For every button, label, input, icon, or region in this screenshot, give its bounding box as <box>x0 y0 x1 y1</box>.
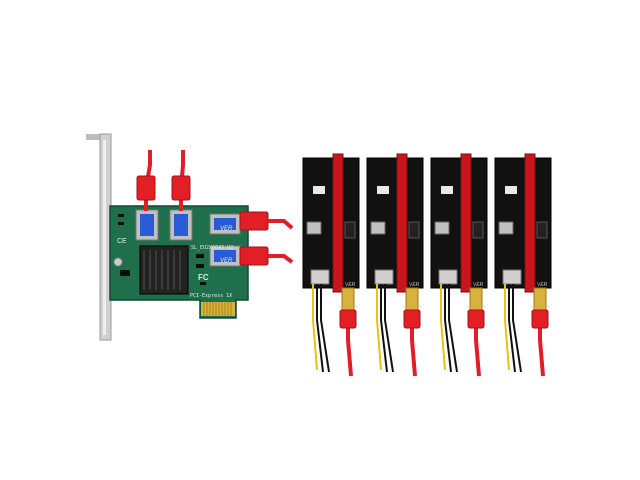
riser-label: VER <box>409 282 420 288</box>
adapter-card: SL_EU2X0042 V2 PCI-Express 1X CE FC VER … <box>109 205 249 319</box>
heatsink <box>139 245 189 295</box>
usb-port-top-left <box>135 209 159 241</box>
usb-port-top-right <box>169 209 193 241</box>
silk-bus-label: PCI-Express 1X <box>190 293 232 299</box>
silk-fc-mark: FC <box>198 273 209 282</box>
silk-model-label: SL_EU2X0042 V2 <box>191 245 233 251</box>
riser-board: VER <box>494 153 552 377</box>
silk-ce-mark: CE <box>117 238 127 245</box>
riser-boards: VER VER <box>302 153 552 377</box>
riser-label: VER <box>537 282 548 288</box>
riser-label: VER <box>345 282 356 288</box>
usb-cables-top <box>136 150 191 211</box>
usb-port-side-upper <box>209 213 241 235</box>
riser-board: VER <box>366 153 424 377</box>
port-label-upper: VER <box>220 226 233 232</box>
usb-port-side-lower <box>209 245 241 267</box>
riser-board: VER <box>302 153 360 377</box>
port-label-lower: VER <box>220 258 233 264</box>
riser-label: VER <box>473 282 484 288</box>
smd-components <box>118 214 206 285</box>
pcie-gold-fingers <box>201 302 235 316</box>
usb-cables-side <box>239 211 294 266</box>
mounting-hole <box>113 257 123 267</box>
riser-board: VER <box>430 153 488 377</box>
